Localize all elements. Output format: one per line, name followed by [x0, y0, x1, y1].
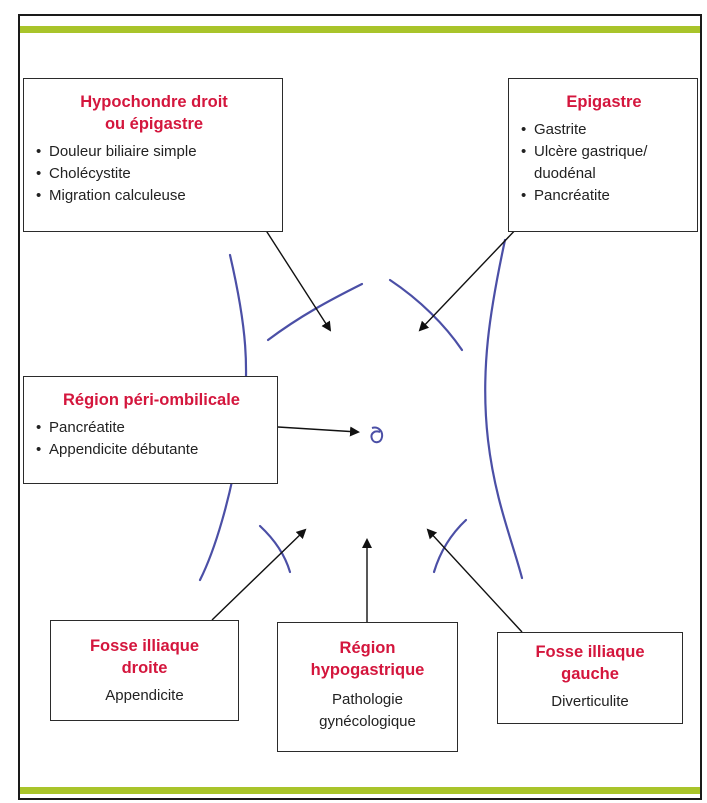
condition-item: Migration calculeuse [34, 185, 274, 207]
condition-item-continuation: duodénal [534, 165, 596, 182]
region-title: Fosse illiaque droite [89, 637, 200, 677]
right-groin-line [432, 518, 468, 574]
condition-item: Douleur biliaire simple [34, 141, 274, 163]
condition-text: Diverticulite [551, 693, 629, 710]
region-box-epigastrium: Epigastre Gastrite Ulcère gastrique/ duo… [508, 78, 698, 232]
bottom-accent-bar [20, 787, 700, 794]
condition-text: Appendicite [105, 687, 184, 704]
navel-glyph [370, 426, 384, 444]
condition-item: Ulcère gastrique/ [519, 141, 689, 163]
region-title: Fosse illiaque gauche [535, 643, 645, 683]
condition-item: Gastrite [519, 119, 689, 141]
right-rib-line [388, 278, 464, 352]
condition-text: Pathologie gynécologique [319, 691, 416, 730]
right-flank-line [484, 238, 524, 580]
region-title: Epigastre [566, 93, 642, 111]
left-groin-line [258, 524, 292, 574]
region-title: Région péri-ombilicale [63, 391, 240, 409]
condition-item: Pancréatite [34, 417, 269, 439]
left-rib-line [266, 282, 364, 342]
arrow-right-hypochondrium [257, 217, 332, 332]
region-box-left-iliac-fossa: Fosse illiaque gauche Diverticulite [497, 632, 683, 724]
top-accent-bar [20, 26, 700, 33]
region-box-right-hypochondrium: Hypochondre droit ou épigastre Douleur b… [23, 78, 283, 232]
condition-item: Cholécystite [34, 163, 274, 185]
region-box-hypogastric: Région hypogastrique Pathologie gynécolo… [277, 622, 458, 752]
condition-item: Appendicite débutante [34, 439, 269, 461]
region-box-periumbilical: Région péri-ombilicale Pancréatite Appen… [23, 376, 278, 484]
arrow-right-iliac-fossa [211, 528, 307, 621]
region-title: Région hypogastrique [310, 639, 425, 679]
region-box-right-iliac-fossa: Fosse illiaque droite Appendicite [50, 620, 239, 721]
condition-item: Pancréatite [519, 185, 689, 207]
arrow-left-iliac-fossa [426, 528, 523, 633]
region-title: Hypochondre droit ou épigastre [80, 93, 228, 133]
arrow-epigastrium [418, 224, 521, 332]
arrow-periumbilical [277, 426, 360, 437]
